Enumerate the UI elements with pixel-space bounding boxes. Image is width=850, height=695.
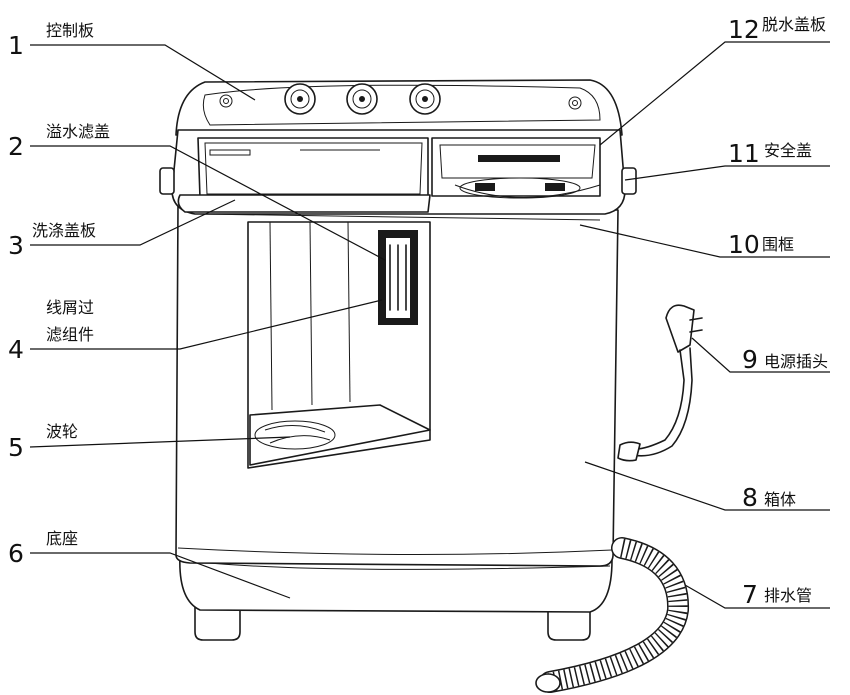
washing-machine-illustration [159,79,703,693]
label-4-text-line1: 线屑过 [46,298,94,317]
leader-9 [691,337,830,373]
label-10-number: 10 [728,230,760,259]
control-knobs [284,83,441,115]
label-12-number: 12 [728,15,760,44]
leader-7 [684,584,830,609]
label-3-text: 洗涤盖板 [32,221,96,240]
label-9-number: 9 [742,345,758,374]
label-7-number: 7 [742,580,758,609]
label-2-text: 溢水滤盖 [46,122,110,141]
label-5-text: 波轮 [46,422,78,441]
lint-filter [378,230,418,325]
label-5-number: 5 [8,433,24,462]
power-plug [617,304,703,462]
label-6-text: 底座 [46,529,78,548]
leader-5 [29,436,291,448]
label-2-number: 2 [8,132,24,161]
label-12-text: 脱水盖板 [762,15,826,34]
pulsator [249,404,431,466]
label-11-number: 11 [728,139,760,168]
label-1-text: 控制板 [46,21,94,40]
label-7-text: 排水管 [764,586,812,605]
leader-6 [30,552,291,599]
leader-12 [599,41,830,146]
labels-left: 1 控制板 2 溢水滤盖 3 洗涤盖板 4 线屑过 滤组件 5 波轮 6 底座 [8,21,110,568]
label-4-number: 4 [8,335,24,364]
labels-right: 12 脱水盖板 11 安全盖 10 围框 9 电源插头 8 箱体 7 排水管 [728,15,828,609]
label-9-text: 电源插头 [764,352,828,371]
leader-1 [30,44,256,101]
label-10-text: 围框 [762,235,794,254]
leader-3 [30,199,236,246]
leader-2 [30,145,386,261]
leader-4 [30,299,383,350]
drain-hose [535,537,690,693]
label-6-number: 6 [8,539,24,568]
label-3-number: 3 [8,231,24,260]
label-8-number: 8 [742,483,758,512]
leader-lines [29,41,830,609]
label-8-text: 箱体 [764,490,796,509]
label-4-text-line2: 滤组件 [46,325,94,344]
label-1-number: 1 [8,31,24,60]
leader-10 [579,224,830,258]
leader-11 [624,165,830,181]
label-11-text: 安全盖 [764,141,812,160]
leader-8 [584,461,830,511]
